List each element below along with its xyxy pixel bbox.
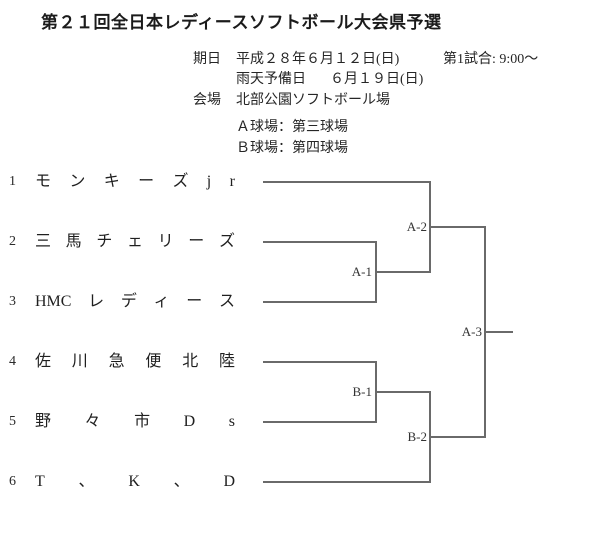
team-name-token: ン (69, 173, 86, 190)
team-name-token: 三 (35, 233, 52, 250)
team-seed: 3 (9, 294, 16, 309)
date-value: 平成２８年６月１２日(日) (236, 52, 400, 67)
team-name-token: HMC (35, 293, 72, 310)
team-name-token: ス (218, 293, 235, 310)
team-name-token: 、 (173, 473, 190, 490)
match-a2-winner-line (429, 226, 486, 228)
team-name-token: 馬 (65, 233, 82, 250)
team-name-token: デ (120, 293, 137, 310)
team-seed: 2 (9, 234, 16, 249)
team-name-token: ズ (172, 173, 189, 190)
team-name-token: リ (157, 233, 174, 250)
team-name-token: 便 (145, 353, 162, 370)
match-label-a2: A-2 (406, 219, 427, 234)
match-label-b1: B-1 (352, 384, 373, 399)
team-name-token: K (128, 473, 140, 490)
team-seed: 5 (9, 414, 16, 429)
team-name-token: チ (96, 233, 113, 250)
page-title: 第２１回全日本レディースソフトボール大会県予選 (41, 13, 442, 32)
team-name-token: D (183, 413, 196, 430)
first-game-time: 第1試合: 9:00～ (443, 52, 539, 67)
team-name-token: 陸 (218, 353, 235, 370)
team-name-token: キ (103, 173, 120, 190)
bracket-line-team-5 (263, 421, 375, 423)
rain-date-label: 雨天予備日 (236, 72, 306, 87)
team-name: 佐川急便北陸 (35, 353, 235, 371)
team-name-token: ェ (126, 233, 143, 250)
team-name-token: 野 (35, 413, 52, 430)
team-name-token: ズ (218, 233, 235, 250)
team-name-token: r (229, 173, 235, 190)
team-seed: 1 (9, 174, 16, 189)
team-name-token: 川 (71, 353, 88, 370)
team-name-token: D (223, 473, 235, 490)
bracket-line-team-1 (263, 181, 431, 183)
team-name-token: T (35, 473, 45, 490)
team-name-token: レ (88, 293, 105, 310)
match-b1-winner-line (375, 391, 431, 393)
team-name: 三馬チェリーズ (35, 233, 235, 251)
team-name-token: 々 (84, 413, 101, 430)
team-name-token: 佐 (35, 353, 52, 370)
team-name-token: j (206, 173, 212, 190)
match-label-a1: A-1 (351, 264, 372, 279)
team-name: HMC レディース (35, 293, 235, 311)
venue-label: 会場 (193, 93, 221, 108)
team-name: T 、 K 、 D (35, 473, 235, 491)
bracket-line-team-3 (263, 301, 375, 303)
team-name-token: 急 (108, 353, 125, 370)
venue-value: 北部公園ソフトボール場 (236, 93, 390, 108)
match-label-b2: B-2 (407, 429, 428, 444)
team-name-token: ー (186, 293, 203, 310)
team-name-token: ー (138, 173, 155, 190)
date-label: 期日 (193, 52, 221, 67)
team-seed: 4 (9, 354, 16, 369)
team-name-token: 、 (78, 473, 95, 490)
match-a1-winner-line (375, 271, 431, 273)
match-a3-winner-line (484, 331, 513, 333)
team-name-token: 北 (182, 353, 199, 370)
team-name-token: ィ (153, 293, 170, 310)
team-name-token: ー (188, 233, 205, 250)
field-b-assignment: Ｂ球場：第四球場 (236, 141, 348, 156)
match-label-a3: A-3 (461, 324, 482, 339)
field-a-assignment: Ａ球場：第三球場 (236, 120, 348, 135)
team-name-token: s (228, 413, 235, 430)
rain-date-value: ６月１９日(日) (330, 72, 424, 87)
team-name-token: モ (35, 173, 52, 190)
bracket-line-team-2 (263, 241, 375, 243)
match-b2-winner-line (429, 436, 486, 438)
team-name-token: 市 (134, 413, 151, 430)
bracket-line-team-6 (263, 481, 431, 483)
team-seed: 6 (9, 474, 16, 489)
bracket-line-team-4 (263, 361, 375, 363)
